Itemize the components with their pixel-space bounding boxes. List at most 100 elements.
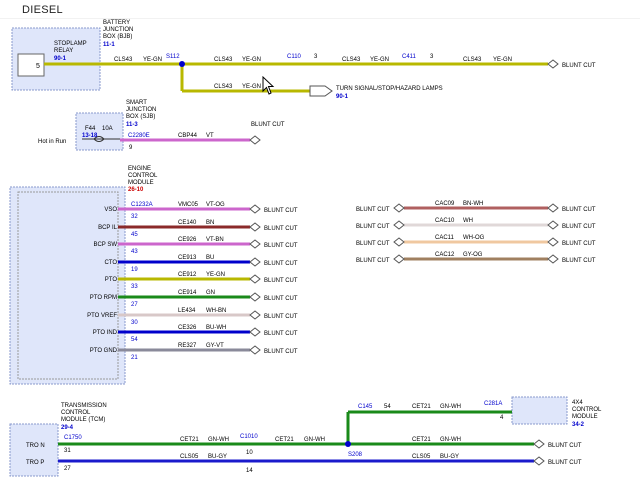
sjb-fuse: F44 [85,126,96,132]
top-color-2: YE-GN [242,57,261,63]
blunt-left-label: BLUNT CUT [356,207,390,213]
ecm-blunt-cut-diamond [249,292,261,302]
blunt-right-label: BLUNT CUT [562,207,596,213]
tro-p-pin: 27 [64,466,71,472]
conn-c145[interactable]: C145 [358,404,373,410]
mouse-cursor-icon [262,76,275,95]
ecm-pin-number: 33 [131,284,138,290]
blunt-wire-color: WH [463,218,473,224]
ecm-pin-number: 19 [131,267,138,273]
ecm-circuit: CE914 [178,290,197,296]
conn-c110-pin: 3 [314,54,318,60]
ecm-pin-number: 30 [131,320,138,326]
ecm-pin-label: PTO [105,277,118,283]
relay-title-1: STOPLAMP [54,41,87,47]
ecm-end: BLUNT CUT [264,208,298,214]
ecm-end: BLUNT CUT [264,331,298,337]
ecm-wire-color: VT-OG [206,202,225,208]
sjb-connector[interactable]: C2280E [128,133,150,139]
ecm-wire-color: GN [206,290,215,296]
relay-ref[interactable]: 90-1 [54,56,67,62]
branch-ref[interactable]: 90-1 [336,94,349,100]
ecm-blunt-cut-diamond [249,204,261,214]
ecm-blunt-cut-diamond [249,239,261,249]
x4-pin: 4 [500,415,504,421]
branch-color: YE-GN [242,84,261,90]
blunt-circuit: CAC11 [435,235,455,241]
ecm-circuit: RE327 [178,343,197,349]
x4-title-1: 4X4 [572,400,583,406]
ecm-pin-number: 32 [131,214,138,220]
tro-p-conn-pin: 14 [246,468,253,474]
ecm-wire-color: VT-BN [206,237,224,243]
blunt-left-label: BLUNT CUT [356,224,390,230]
x4-title-3: MODULE [572,414,598,420]
ecm-blunt-cut-diamond [249,310,261,320]
tro-n-circuit-1: CET21 [180,437,199,443]
ecm-pin-label: PTO VREF [87,313,117,319]
ecm-end: BLUNT CUT [264,278,298,284]
conn-c110[interactable]: C110 [287,54,302,60]
sjb-title-2: JUNCTION [126,107,156,113]
tro-n-color-3: GN-WH [440,437,461,443]
ecm-title-2: CONTROL [128,173,158,179]
ecm-blunt-cut-diamond [249,222,261,232]
ecm-title-3: MODULE [128,180,154,186]
ecm-ref[interactable]: 26-10 [128,187,144,193]
tcm-connector[interactable]: C1750 [64,435,82,441]
top-color-1: YE-GN [143,57,162,63]
tro-n-color-1: GN-WH [208,437,229,443]
ecm-circuit: CE140 [178,220,197,226]
sjb-blunt-cut-diamond [249,135,261,145]
branch-circuit: CLS43 [214,84,233,90]
hot-in-run: Hot in Run [38,139,66,145]
top-circuit-2: CLS43 [214,57,233,63]
sjb-color: VT [206,133,214,139]
relay-title-2: RELAY [54,48,73,54]
conn-c411[interactable]: C411 [402,54,417,60]
tro-p-blunt-cut-diamond [533,456,545,466]
tcm-ref[interactable]: 29-4 [61,425,74,431]
ecm-circuit: VMC05 [178,202,199,208]
splice-s112-dot [179,61,185,67]
ecm-title-1: ENGINE [128,166,151,172]
ecm-circuit: LE434 [178,308,196,314]
conn-c411-pin: 3 [430,54,434,60]
tro-p-label: TRO P [26,460,44,466]
ecm-blunt-cut-diamond [249,327,261,337]
tcm-title-1: TRANSMISSION [61,403,107,409]
tro-n-color-2: GN-WH [304,437,325,443]
ecm-wire-color: BU [206,255,214,261]
bjb-ref[interactable]: 11-1 [103,42,115,48]
ecm-blunt-cut-diamond [249,345,261,355]
ecm-connector[interactable]: C1232A [131,202,153,208]
sjb-fuse-ref[interactable]: 13-18 [82,133,98,139]
tro-n-blunt-cut-diamond [533,439,545,449]
ecm-pin-number: 45 [131,232,138,238]
ecm-pin-label: CTO [104,260,117,266]
sjb-ref[interactable]: 11-3 [126,122,138,128]
bjb-title-2: JUNCTION [103,27,133,33]
x4-ref[interactable]: 34-2 [572,422,585,428]
to-4x4-color: GN-WH [440,404,461,410]
splice-s112[interactable]: S112 [166,54,180,60]
tro-n-conn[interactable]: C1010 [240,434,258,440]
ecm-end: BLUNT CUT [264,296,298,302]
blunt-right-diamond [547,220,559,230]
ecm-wire-color: BU-WH [206,325,226,331]
x4-title-2: CONTROL [572,407,602,413]
blunt-left-label: BLUNT CUT [356,241,390,247]
blunt-left-diamond [393,237,405,247]
relay-pin-box [17,53,45,77]
ecm-circuit: CE326 [178,325,197,331]
ecm-pin-label: PTO GND [90,348,118,354]
tcm-box [9,423,59,477]
splice-s208[interactable]: S208 [348,452,363,458]
blunt-wire-color: WH-OG [463,235,485,241]
ecm-wire-color: BN [206,220,214,226]
conn-c281a[interactable]: C281A [484,401,502,407]
x4-module-box [511,396,568,425]
splice-s208-dot [345,441,351,447]
